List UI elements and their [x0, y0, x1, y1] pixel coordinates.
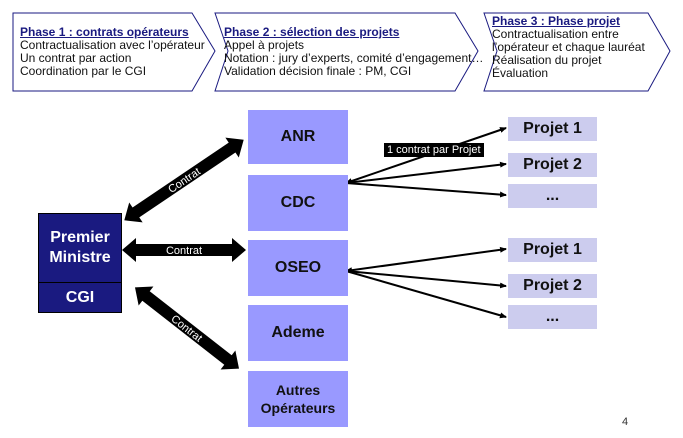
cdc-project-2: Projet 2: [508, 153, 597, 177]
phase-2-line: Appel à projets: [224, 38, 305, 52]
ministre-label: Ministre: [49, 249, 111, 266]
contract-arrow-up: Contrat: [124, 137, 244, 223]
phase-3-title: Phase 3 : Phase projet: [492, 14, 621, 28]
page-number: 4: [622, 416, 629, 428]
phase-3-line: Évaluation: [492, 66, 549, 80]
phase-3-line: Contractualisation entre: [492, 27, 619, 41]
autres-label: Autres: [275, 382, 321, 398]
phase-3-shape: [483, 12, 671, 92]
oseo-project-more: ...: [508, 305, 597, 329]
premier-ministre-label: Premier Ministre: [39, 214, 121, 283]
phase-chevrons: [12, 12, 671, 92]
phase-1: Phase 1 : contrats opérateurs Contractua…: [20, 26, 205, 78]
contract-arrow-down: Contrat: [134, 286, 240, 370]
operateurs-label: Opérateurs: [260, 400, 336, 416]
operator-oseo: OSEO: [248, 240, 348, 296]
phase-1-shape: [12, 12, 216, 92]
premier-ministre-box: Premier Ministre CGI: [38, 213, 122, 313]
contract-arrow-label: Contrat: [166, 245, 202, 257]
phase-1-line: Contractualisation avec l’opérateur: [20, 38, 205, 52]
phase-1-line: Coordination par le CGI: [20, 64, 147, 78]
operator-ademe: Ademe: [248, 305, 348, 361]
phase-1-line: Un contrat par action: [20, 51, 132, 65]
phase-2-line: Notation : jury d’experts, comité d’enga…: [224, 51, 484, 65]
premier-label: Premier: [50, 229, 110, 246]
contract-per-project-label: 1 contrat par Projet: [384, 143, 484, 157]
contract-arrow-horizontal: Contrat: [122, 238, 246, 262]
phase-2-title: Phase 2 : sélection des projets: [224, 25, 400, 39]
phase-1-title: Phase 1 : contrats opérateurs: [20, 25, 189, 39]
phase-3-line: l’opérateur et chaque lauréat: [492, 40, 645, 54]
oseo-project-2: Projet 2: [508, 274, 597, 298]
contract-arrow-label: Contrat: [168, 313, 204, 345]
phase-2-line: Validation décision finale : PM, CGI: [224, 64, 412, 78]
operator-autres: Autres Opérateurs: [248, 371, 348, 427]
operator-anr: ANR: [248, 110, 348, 164]
cdc-project-1: Projet 1: [508, 117, 597, 141]
phase-3-line: Réalisation du projet: [492, 53, 602, 67]
operator-cdc: CDC: [248, 175, 348, 231]
cdc-project-arrows: [345, 127, 507, 198]
cdc-project-more: ...: [508, 184, 597, 208]
cgi-label: CGI: [65, 288, 95, 306]
oseo-project-1: Projet 1: [508, 238, 597, 262]
phase-3: Phase 3 : Phase projet Contractualisatio…: [492, 15, 645, 80]
contract-arrow-label: Contrat: [166, 166, 203, 196]
phase-2: Phase 2 : sélection des projets Appel à …: [224, 26, 483, 78]
oseo-project-arrows: [345, 246, 507, 319]
phase-2-shape: [214, 12, 479, 92]
